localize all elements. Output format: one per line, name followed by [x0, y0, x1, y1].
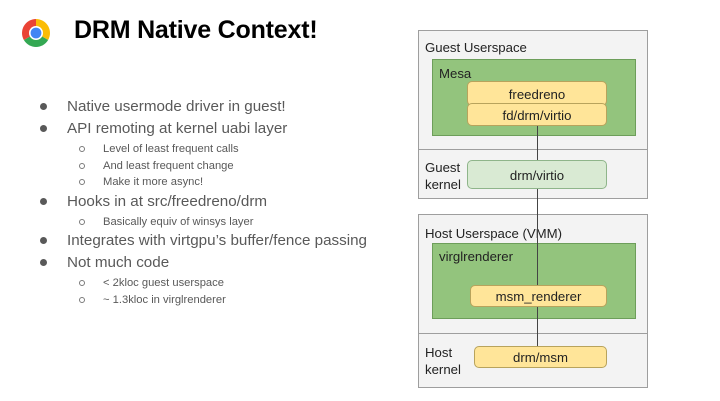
- bullet-item: Not much code: [40, 253, 400, 275]
- fd-drm-virtio-box: fd/drm/virtio: [467, 103, 607, 126]
- bullet-item: Native usermode driver in guest!: [40, 97, 400, 119]
- bullet-dot-icon: [40, 197, 47, 205]
- bullet-item: API remoting at kernel uabi layer: [40, 119, 400, 141]
- sub-bullet-text: Level of least frequent calls: [103, 143, 239, 155]
- bullet-text: Not much code: [67, 254, 170, 271]
- host-kernel-label-line2: kernel: [425, 362, 461, 377]
- bullet-dot-icon: [40, 103, 47, 110]
- sub-bullet-item: ~ 1.3kloc in virglrenderer: [40, 292, 400, 309]
- sub-bullet-ring-icon: [79, 280, 85, 286]
- host-userspace-label: Host Userspace (VMM): [425, 226, 563, 241]
- sub-bullet-text: Make it more async!: [103, 176, 204, 188]
- bullet-dot-icon: [40, 125, 47, 132]
- sub-bullet-item: Level of least frequent calls: [40, 141, 400, 158]
- sub-bullet-item: And least frequent change: [40, 158, 400, 175]
- slide-title: DRM Native Context!: [74, 16, 318, 44]
- bullet-item: Hooks in at src/freedreno/drm: [40, 192, 400, 214]
- sub-bullet-ring-icon: [79, 146, 85, 152]
- freedreno-box: freedreno: [467, 81, 607, 106]
- sub-bullet-item: Basically equiv of winsys layer: [40, 214, 400, 231]
- bullet-list: Native usermode driver in guest! API rem…: [40, 97, 400, 308]
- host-kernel-label-line1: Host: [425, 345, 453, 360]
- sub-bullet-ring-icon: [79, 296, 85, 303]
- sub-bullet-text: ~ 1.3kloc in virglrenderer: [103, 293, 226, 306]
- sub-bullet-text: And least frequent change: [103, 159, 234, 172]
- guest-kernel-label-line1: Guest: [425, 160, 461, 175]
- sub-bullet-item: < 2kloc guest userspace: [40, 275, 400, 292]
- chrome-logo-icon: [22, 19, 50, 47]
- drm-msm-box: drm/msm: [474, 346, 607, 368]
- bullet-text: Hooks in at src/freedreno/drm: [67, 192, 268, 210]
- bullet-dot-icon: [40, 237, 47, 244]
- sub-bullet-ring-icon: [79, 162, 85, 169]
- drm-virtio-box: drm/virtio: [467, 160, 607, 189]
- guest-userspace-label: Guest Userspace: [425, 40, 527, 55]
- sub-bullet-item: Make it more async!: [40, 174, 400, 191]
- bullet-text: Native usermode driver in guest!: [67, 98, 286, 115]
- sub-bullet-ring-icon: [79, 179, 85, 185]
- connector-line-drm-virtio-to-msm-renderer: [537, 189, 538, 285]
- guest-kernel-label-line2: kernel: [425, 177, 461, 192]
- sub-bullet-text: Basically equiv of winsys layer: [103, 215, 254, 228]
- sub-bullet-text: < 2kloc guest userspace: [103, 277, 224, 289]
- virglrenderer-label: virglrenderer: [439, 249, 514, 264]
- msm-renderer-box: msm_renderer: [470, 285, 607, 307]
- mesa-label: Mesa: [439, 66, 472, 81]
- bullet-text: Integrates with virtgpu’s buffer/fence p…: [67, 232, 367, 249]
- bullet-dot-icon: [40, 259, 47, 266]
- bullet-item: Integrates with virtgpu’s buffer/fence p…: [40, 231, 400, 253]
- sub-bullet-ring-icon: [79, 218, 85, 225]
- bullet-text: API remoting at kernel uabi layer: [67, 120, 288, 137]
- connector-line-msm-renderer-to-drm-msm: [537, 307, 538, 346]
- connector-line-fd-to-drm-virtio: [537, 126, 538, 160]
